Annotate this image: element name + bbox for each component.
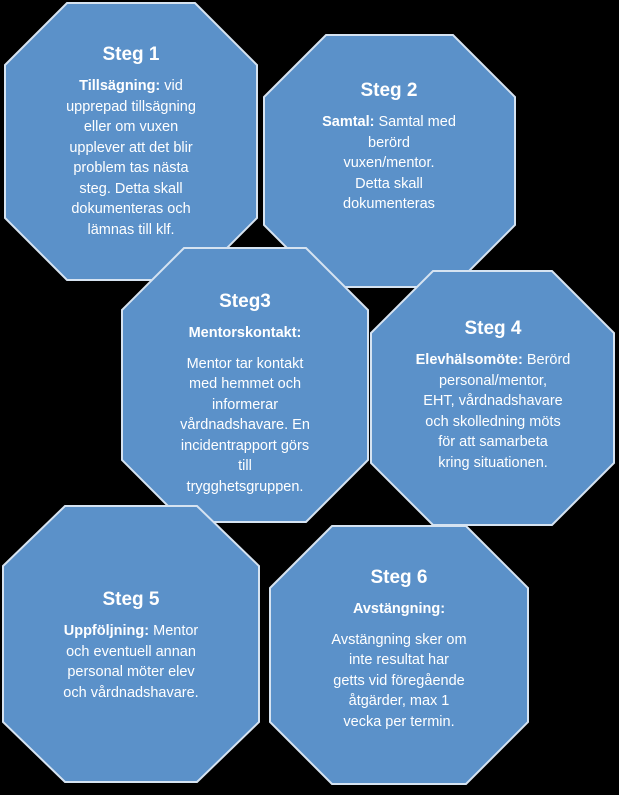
step-line: vuxen/mentor. [343,155,435,171]
step-lead: Elevhälsomöte: [415,352,523,368]
step-lead: Mentorskontakt: [188,325,302,341]
step-line: åtgärder, max 1 [348,693,450,709]
step-description: Samtal: Samtal med berörd vuxen/mentor. … [294,112,484,215]
step-line: steg. Detta skall [79,180,183,197]
step-line: personal möter elev [67,664,195,680]
step-line: Avstängning sker om [331,631,467,648]
step-line: Detta skall [355,175,423,192]
step-2-hexagon [263,34,516,288]
step-line: till [238,458,252,474]
step-description: Mentorskontakt: Mentor tar kontakt med h… [148,323,342,497]
step-line: lämnas till klf. [87,221,175,238]
step-line: personal/mentor, [438,372,547,389]
step-title: Steg 6 [370,567,428,588]
step-line: kring situationen. [438,454,548,471]
step-line: för att samarbeta [438,434,548,450]
step-line: och vårdnadshavare. [63,684,199,701]
step-6-text: Steg 6 Avstängning: Avstängning sker om … [299,567,499,732]
step-4-text: Steg 4 Elevhälsomöte: Berörd personal/me… [396,318,590,473]
step-lead: Samtal: [322,114,375,130]
step-5-hexagon [2,505,260,783]
step-4-hexagon [370,270,615,526]
step-line: berörd [368,134,410,151]
step-line: informerar [211,396,279,413]
step-title: Steg 1 [102,44,160,65]
step-description: Tillsägning: vid upprepad tillsägning el… [37,76,225,240]
step-description: Elevhälsomöte: Berörd personal/mentor, E… [396,350,590,473]
step-5-text: Steg 5 Uppföljning: Mentor och eventuell… [33,589,229,703]
step-line: inte resultat har [349,652,449,668]
step-title: Steg 5 [102,589,160,610]
step-title: Steg3 [219,291,271,312]
step-lead: Avstängning: [352,601,446,617]
step-3-text: Steg3 Mentorskontakt: Mentor tar kontakt… [148,291,342,497]
step-line: upplever att det blir [69,139,193,156]
step-line: med hemmet och [188,376,302,392]
step-description: Uppföljning: Mentor och eventuell annan … [33,621,229,703]
step-line: Mentor tar kontakt [186,355,304,372]
step-3-hexagon [121,247,369,523]
step-6-hexagon [269,525,529,785]
step-line: problem tas nästa [73,160,189,176]
step-line: upprepad tillsägning [66,98,196,115]
step-description: Avstängning: Avstängning sker om inte re… [299,599,499,732]
step-line: dokumenteras [343,196,435,212]
step-line: Berörd [526,352,571,368]
step-line: eller om vuxen [83,119,179,135]
step-line: EHT, vårdnadshavare [423,393,563,409]
step-line: Mentor [153,623,199,639]
step-line: vid [164,78,183,94]
step-line: Samtal med [378,114,456,130]
step-2-text: Steg 2 Samtal: Samtal med berörd vuxen/m… [294,80,484,215]
step-1-text: Steg 1 Tillsägning: vid upprepad tillsäg… [37,44,225,240]
step-lead: Tillsägning: [79,78,161,94]
step-line: trygghetsgruppen. [186,478,304,495]
step-line: getts vid föregående [333,672,465,689]
step-title: Steg 4 [464,318,522,339]
step-line: dokumenteras och [71,201,191,217]
step-line: vårdnadshavare. En [180,417,310,433]
step-line: vecka per termin. [343,713,455,730]
step-1-hexagon [4,2,258,281]
step-line: incidentrapport görs [180,437,310,454]
step-lead: Uppföljning: [63,623,150,639]
step-line: och eventuell annan [66,643,196,660]
step-title: Steg 2 [360,80,418,101]
step-line: och skolledning möts [425,413,561,430]
